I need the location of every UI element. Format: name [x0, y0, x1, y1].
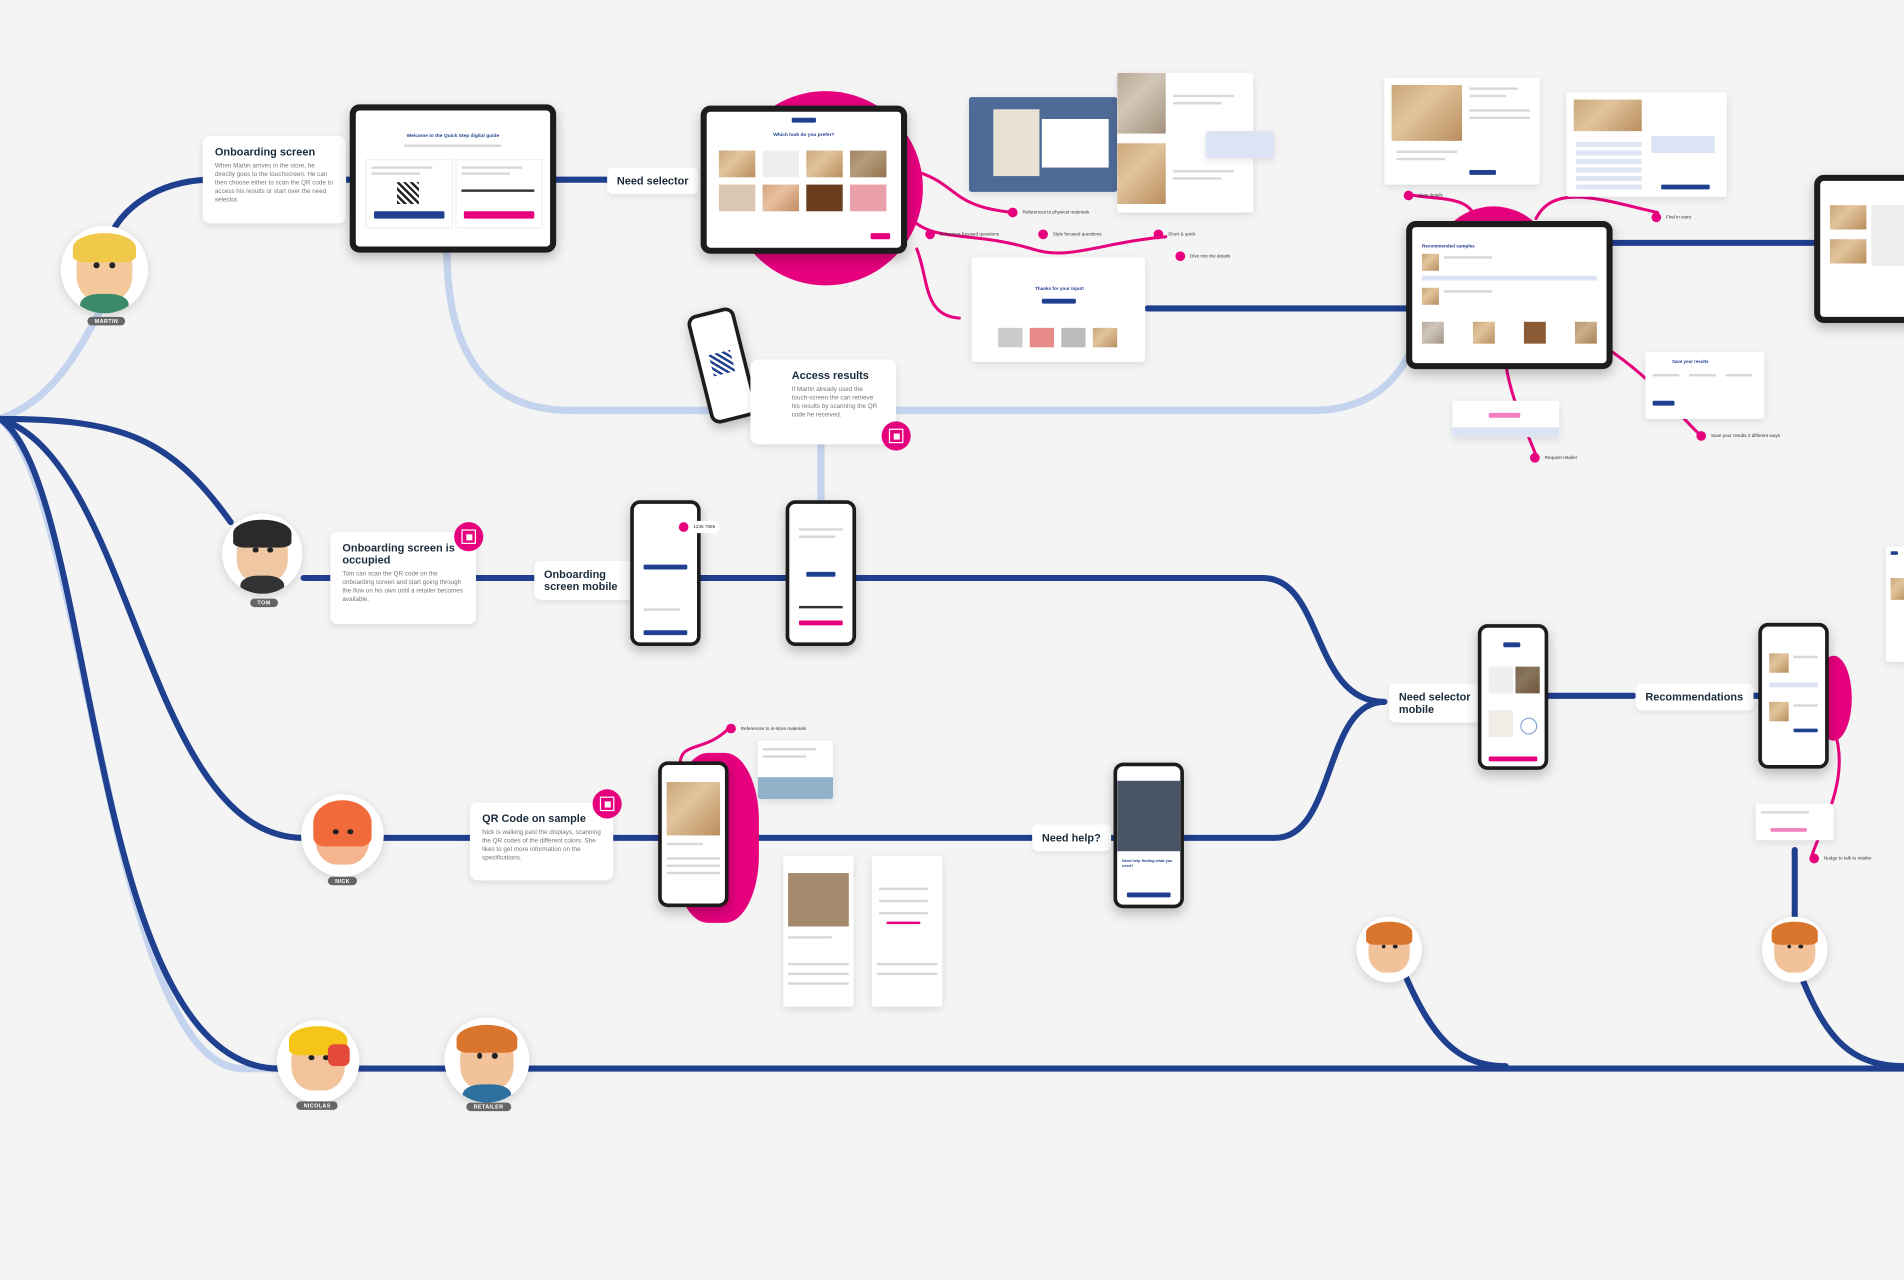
- persona-retailer: RETAILER: [466, 1102, 511, 1112]
- need-selector-tablet-screen: Which look do you prefer?: [706, 111, 902, 248]
- save-results-shot: Save your results: [1645, 352, 1765, 419]
- qr-code-icon: [881, 421, 911, 451]
- need-help-popup-shot: [1755, 803, 1834, 841]
- avatar-tom: [222, 513, 303, 594]
- qr-code-icon-2: [454, 522, 484, 552]
- onboarding-tablet: Welcome to the Quick Step digital guide: [349, 104, 557, 253]
- need-help-text: Need help finding what you need?: [1122, 858, 1173, 869]
- onboarding-screen-card: Onboarding screen When Martin arrives in…: [202, 136, 347, 224]
- recommendations-label: Recommendations: [1635, 683, 1753, 711]
- onboarding-screen-title: Onboarding screen: [214, 145, 316, 158]
- find-in-store-shot: [1566, 92, 1727, 197]
- need-selector-phone: [1477, 624, 1549, 770]
- qr-code-icon-3: [592, 789, 622, 819]
- request-retailer-shot: [1452, 400, 1560, 438]
- persona-martin: MARTIN: [87, 316, 126, 326]
- need-selector-label: Need selector: [607, 167, 699, 195]
- access-results-desc: If Martin already used the touch-screen …: [791, 386, 878, 419]
- track-tom: [0, 415, 234, 526]
- onboarding-tablet-screen: Welcome to the Quick Step digital guide: [355, 110, 551, 247]
- qr-sample-desc: Nick is walking past the displays, scann…: [482, 829, 601, 863]
- pink-link-8: [1810, 727, 1841, 858]
- onboarding-occupied-title: Onboarding screen is occupied: [342, 541, 455, 566]
- persona-nick: NICK: [327, 876, 358, 886]
- scan-button[interactable]: [374, 211, 445, 219]
- avatar-nicolas: [276, 1020, 360, 1103]
- welcome-heading: Welcome to the Quick Step digital guide: [406, 132, 500, 139]
- pink-link-1: [909, 168, 1016, 215]
- track-retailer: [0, 415, 1904, 1072]
- store-material-shot: [757, 740, 834, 800]
- need-help-phone: Need help finding what you need?: [1113, 762, 1184, 909]
- onboarding-screen-desc: When Martin arrives in the store, he dir…: [214, 162, 333, 205]
- pink-link-3: [915, 247, 961, 320]
- access-results-card: Access results If Martin already used th…: [750, 359, 897, 445]
- track-retailer-up2: [1791, 846, 1904, 1070]
- qr-image: [397, 182, 419, 205]
- tag-request-retailer: Request retailer: [1530, 452, 1577, 463]
- qr-sample-title: QR Code on sample: [482, 812, 586, 825]
- recommendations-phone: [1758, 622, 1829, 769]
- thanks-shot: Thanks for your input!: [971, 257, 1146, 362]
- which-look-heading: Which look do you prefer?: [773, 131, 835, 138]
- pink-link-9: [678, 727, 731, 767]
- tag-short-quick: Short & quick: [1153, 229, 1196, 240]
- need-selector-mobile-label: Need selector mobile: [1389, 683, 1494, 723]
- tag-find-in-store: Find in store: [1651, 212, 1691, 223]
- avatar-nick: [301, 794, 384, 877]
- thanks-heading: Thanks for your input!: [1035, 286, 1084, 292]
- track-nick: [0, 415, 307, 841]
- qr-sample-card: QR Code on sample Nick is walking past t…: [469, 802, 614, 881]
- avatar-martin: [60, 225, 149, 314]
- onboarding-phone-2: [785, 500, 857, 647]
- avatar-retailer-3: [1761, 916, 1828, 983]
- need-help-label: Need help?: [1032, 824, 1111, 852]
- recommended-tablet: Recommended samples: [1406, 221, 1613, 370]
- track-tom-b: [300, 574, 1388, 705]
- tag-store-materials: References to in-store materials: [726, 723, 806, 734]
- onboarding-mobile-label: Onboarding screen mobile: [534, 561, 639, 600]
- tag-save-results: Save your results 3 different ways: [1696, 431, 1780, 441]
- persona-nicolas: NICOLAS: [296, 1101, 339, 1110]
- tag-view-details: View details: [1403, 190, 1443, 201]
- next-button[interactable]: [870, 233, 891, 240]
- tooltip-shot: [1205, 131, 1274, 158]
- save-results-heading: Save your results: [1672, 359, 1709, 365]
- tag-dive-details: Dive into the details: [1175, 251, 1230, 262]
- recommended-heading: Recommended samples: [1421, 244, 1475, 249]
- style-question-shot: [969, 97, 1118, 192]
- sample-detail-shot-1: [783, 856, 854, 1007]
- onboarding-occupied-card: Onboarding screen is occupied Tom can sc…: [330, 531, 477, 625]
- access-results-title: Access results: [791, 369, 869, 382]
- onboarding-occupied-desc: Tom can scan the QR code on the onboardi…: [342, 570, 463, 604]
- pink-link-5: [1534, 195, 1660, 221]
- code-bubble: 1235 7689: [675, 520, 719, 534]
- need-selector-tablet: Which look do you prefer?: [700, 105, 908, 254]
- sample-phone: [658, 761, 729, 908]
- qr-panel: [365, 159, 453, 229]
- tag-physical-materials: References to physical materials: [1007, 207, 1089, 218]
- avatar-retailer-2: [1356, 916, 1422, 983]
- edge-tablet: [1814, 174, 1904, 324]
- track-light-access: [443, 245, 1425, 415]
- track-light-martin: [0, 293, 111, 423]
- track-light-nicolas: [0, 415, 283, 1073]
- sample-detail-shot-2: [871, 856, 943, 1007]
- pink-link-2: [909, 217, 1168, 255]
- tag-nudge-retailer: Nudge to talk to retailer: [1809, 853, 1872, 864]
- avatar-retailer: [444, 1017, 530, 1103]
- persona-tom: TOM: [250, 598, 278, 608]
- edge-shot: [1885, 546, 1904, 662]
- view-details-shot: [1384, 77, 1540, 185]
- tag-style-questions: Style focused questions: [1038, 229, 1102, 240]
- tag-behaviour-questions: Behaviour focused questions: [925, 229, 999, 240]
- need-selector-panel: [455, 159, 543, 229]
- start-button[interactable]: [463, 211, 535, 219]
